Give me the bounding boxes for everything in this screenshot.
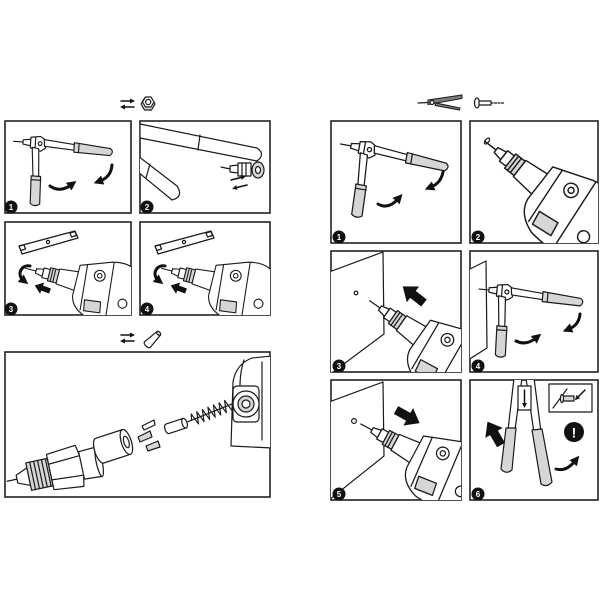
curved-arrow-icon	[93, 163, 114, 185]
exploded-view-panel	[4, 351, 271, 498]
right-step-5-panel	[330, 379, 462, 501]
step-number: 2	[145, 203, 150, 212]
right-step-1-panel	[330, 120, 462, 244]
right-step-2-panel	[469, 120, 599, 244]
right-step-3-panel	[330, 250, 462, 373]
warning-symbol: !	[572, 425, 577, 441]
warning-circle	[564, 422, 584, 442]
swap-arrows-icon	[120, 332, 135, 344]
step-number: 1	[337, 233, 342, 242]
installed-rivet-nut	[351, 418, 358, 425]
left-step-4-panel	[139, 221, 271, 316]
curved-arrow-icon	[424, 170, 445, 191]
step-badge-circle	[332, 359, 346, 373]
left-header-icons	[120, 96, 156, 111]
riveter-handles	[500, 380, 553, 487]
step-badge-circle	[471, 359, 485, 373]
jaw-segments	[137, 419, 161, 452]
nut-icon	[140, 96, 156, 111]
step-number: 5	[337, 490, 342, 499]
spring	[187, 399, 237, 425]
step-badge-circle	[140, 200, 154, 214]
wrench	[154, 230, 215, 255]
riveter-handle-closeup	[140, 123, 263, 201]
step-number: 3	[337, 362, 342, 371]
rotate-arrow-icon	[17, 264, 32, 285]
panel-frame	[330, 120, 462, 244]
step-number: 4	[145, 305, 150, 314]
curved-arrow-icon	[554, 455, 580, 472]
step-number: 1	[9, 203, 14, 212]
warning-icon: !	[564, 422, 584, 442]
detail-inset	[548, 383, 593, 413]
nozzle-cone-icon	[143, 330, 162, 349]
step-badge-6: 6	[471, 487, 485, 501]
step-badge-circle	[4, 200, 18, 214]
riveter-tool-icon	[417, 94, 463, 111]
left-step-1-panel	[4, 120, 132, 214]
step-number: 2	[476, 233, 481, 242]
step-badge-1: 1	[332, 230, 346, 244]
step-badge-circle	[471, 487, 485, 501]
rotate-arrow-icon	[152, 264, 167, 285]
curved-arrow-icon	[48, 181, 77, 191]
tool-head-housing	[230, 355, 270, 449]
swap-arrows-icon	[120, 98, 135, 110]
step-badge-4: 4	[140, 302, 154, 316]
panel-frame	[4, 120, 132, 214]
exploded-view-header-icons	[120, 330, 162, 349]
step-badge-2: 2	[471, 230, 485, 244]
step-badge-3: 3	[4, 302, 18, 316]
step-badge-1: 1	[4, 200, 18, 214]
step-badge-circle	[471, 230, 485, 244]
step-badge-2: 2	[140, 200, 154, 214]
step-badge-3: 3	[332, 359, 346, 373]
step-number: 4	[476, 362, 481, 371]
jaw-housing	[92, 428, 134, 464]
right-step-4-panel	[469, 250, 599, 373]
step-badge-5: 5	[332, 487, 346, 501]
step-number: 6	[476, 490, 481, 499]
step-badge-circle	[332, 230, 346, 244]
panel-frame	[469, 250, 599, 373]
step-badge-4: 4	[471, 359, 485, 373]
left-step-3-panel	[4, 221, 132, 316]
curved-arrow-icon	[562, 312, 582, 333]
jaw-pusher	[164, 417, 188, 435]
step-badge-circle	[140, 302, 154, 316]
drilled-hole	[353, 290, 359, 296]
left-step-2-panel	[139, 120, 271, 214]
step-number: 3	[9, 305, 14, 314]
workpiece-plate	[331, 381, 385, 500]
rivet-icon	[473, 97, 506, 109]
workpiece-plate	[470, 260, 488, 360]
curved-arrow-icon	[514, 333, 542, 345]
workpiece-plate	[331, 251, 385, 372]
right-step-6-panel: !	[469, 379, 599, 501]
right-header-icons	[417, 94, 506, 111]
swap-arrows-icon	[230, 175, 248, 190]
step-badge-circle	[332, 487, 346, 501]
curved-arrow-icon	[376, 194, 403, 208]
step-badge-circle	[4, 302, 18, 316]
wrench	[18, 230, 79, 255]
